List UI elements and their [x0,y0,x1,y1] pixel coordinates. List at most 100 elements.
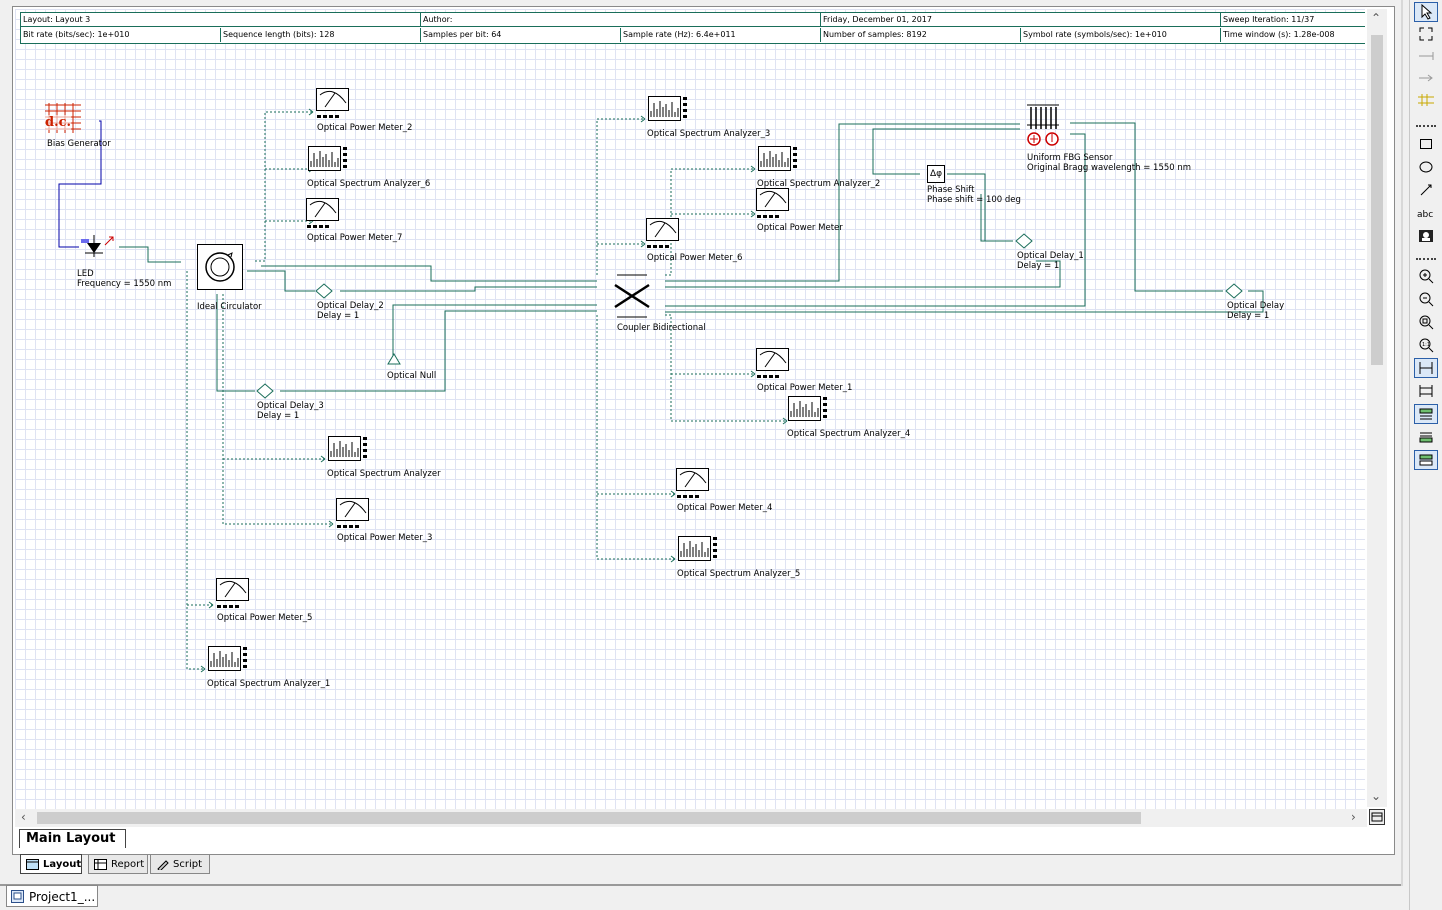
info-sweep-iteration: Sweep Iteration: 11/37 [1221,13,1365,27]
zoom-in-icon[interactable] [1414,266,1438,286]
wire-circulator-delay3[interactable] [216,294,255,392]
connect-right-icon[interactable] [1414,68,1438,88]
optical-delay-3[interactable] [256,383,274,399]
optical-delay-2[interactable] [315,283,333,299]
rectangle-tool-icon[interactable] [1414,134,1438,154]
optical-delay-1[interactable] [1015,233,1033,249]
optical-power-meter-6[interactable] [645,217,681,252]
tab-report[interactable]: Report [88,854,148,874]
optical-spectrum-analyzer-1[interactable] [207,645,249,678]
bias-generator[interactable]: d.c. [45,103,81,133]
pm1-label: Optical Power Meter_1 [757,383,853,393]
layer-properties-icon[interactable] [1414,450,1438,470]
vertical-scroll-thumb[interactable] [1371,35,1383,365]
optical-delay[interactable] [1225,283,1243,299]
optical-power-meter-2[interactable] [315,87,351,122]
osa2-label: Optical Spectrum Analyzer_2 [757,179,881,189]
scroll-down-icon[interactable]: ⌄ [1371,789,1382,803]
osa-label: Optical Spectrum Analyzer [327,469,441,479]
optical-power-meter-3[interactable] [335,497,371,532]
optical-spectrum-analyzer-6[interactable] [307,145,349,178]
divider [0,884,1403,886]
led-component[interactable] [77,233,119,259]
optical-power-meter-7[interactable] [305,197,341,232]
toolbar-separator [1416,125,1436,129]
zoom-reset-icon[interactable]: 1:1 [1414,335,1438,355]
optical-delay-2-label: Optical Delay_2 [317,301,384,311]
optical-power-meter-4[interactable] [675,467,711,502]
wire-null-coupler[interactable] [392,304,597,357]
osa3-label: Optical Spectrum Analyzer_3 [647,129,771,139]
align-vertical-icon[interactable] [1414,381,1438,401]
coupler-icon [614,274,650,318]
uniform-fbg-sensor[interactable] [1025,101,1061,149]
osa4-label: Optical Spectrum Analyzer_4 [787,429,911,439]
info-number-of-samples: Number of samples: 8192 [821,28,1021,42]
power-meter-icon [676,468,709,498]
connection-wires [58,108,1264,673]
text-tool-icon[interactable]: abc [1414,203,1438,223]
line-tool-icon[interactable] [1414,180,1438,200]
fbg-label: Uniform FBG Sensor [1027,153,1113,163]
bias-generator-label: Bias Generator [47,139,111,149]
scroll-left-icon[interactable]: ‹ [21,810,26,824]
select-tool-icon[interactable] [1414,2,1438,22]
horizontal-scroll-thumb[interactable] [37,812,1141,824]
ideal-circulator[interactable] [197,244,243,290]
tab-script-label: Script [173,859,203,870]
connect-left-icon[interactable] [1414,46,1438,66]
wire-bias-led[interactable] [58,120,102,248]
tab-layout[interactable]: Layout [20,854,82,874]
layer-up-icon[interactable] [1414,404,1438,424]
ellipse-tool-icon[interactable] [1414,157,1438,177]
wire-coupler-fbg[interactable] [665,123,1020,282]
osa5-label: Optical Spectrum Analyzer_5 [677,569,801,579]
info-layout-name: Layout: Layout 3 [21,13,421,27]
zoom-fit-icon[interactable] [1414,312,1438,332]
layout-window: Layout: Layout 3 Author: Friday, Decembe… [12,6,1395,855]
optical-spectrum-analyzer-3[interactable] [647,95,689,128]
optical-power-meter-5[interactable] [215,577,251,612]
align-horizontal-icon[interactable] [1414,358,1438,378]
layout-canvas[interactable]: Layout: Layout 3 Author: Friday, Decembe… [15,9,1365,809]
project-tab[interactable]: Project1_... [6,885,98,907]
led-icon [81,235,114,257]
zoom-out-icon[interactable] [1414,289,1438,309]
pm2-label: Optical Power Meter_2 [317,123,413,133]
bus-icon[interactable] [1414,90,1438,110]
spectrum-analyzer-icon [308,146,347,171]
optical-power-meter-1[interactable] [755,347,791,382]
optical-spectrum-analyzer-4[interactable] [787,395,829,428]
wire-monitor-pm2[interactable] [255,111,313,262]
optical-spectrum-analyzer-2[interactable] [757,145,799,178]
spectrum-analyzer-icon [208,646,247,671]
horizontal-scrollbar[interactable]: ‹ › [15,809,1367,827]
optical-power-meter[interactable] [755,187,791,222]
power-meter-icon [336,498,369,528]
power-meter-icon [646,218,679,248]
info-sample-rate: Sample rate (Hz): 6.4e+011 [621,28,821,42]
optical-spectrum-analyzer[interactable] [327,435,369,468]
tab-main-layout[interactable]: Main Layout [19,829,127,848]
scroll-up-icon[interactable]: ⌃ [1371,11,1382,25]
tab-script[interactable]: Script [150,854,210,874]
coupler-bidirectional[interactable] [607,271,657,321]
layer-down-icon[interactable] [1414,427,1438,447]
scroll-right-icon[interactable]: › [1351,810,1356,824]
image-tool-icon[interactable] [1414,226,1438,246]
pm4-label: Optical Power Meter_4 [677,503,773,513]
wire-led-circulator[interactable] [119,246,181,263]
navigator-icon[interactable] [1369,809,1385,825]
right-toolbar: abc 1:1 [1409,0,1442,910]
vertical-scrollbar[interactable]: ⌃ ⌄ [1367,9,1387,807]
wire-fbg-delay[interactable] [1070,122,1223,292]
phase-shift-param: Phase shift = 100 deg [927,195,1021,205]
optical-spectrum-analyzer-5[interactable] [677,535,719,568]
phase-shift[interactable]: Δφ [927,165,945,183]
tab-layout-label: Layout [43,859,82,870]
fit-view-icon[interactable] [1414,24,1438,44]
wire-circulator-coupler[interactable] [261,265,597,282]
wire-circulator-delay2[interactable] [247,270,315,292]
optical-null[interactable] [387,352,401,366]
coupler-label: Coupler Bidirectional [617,323,706,333]
